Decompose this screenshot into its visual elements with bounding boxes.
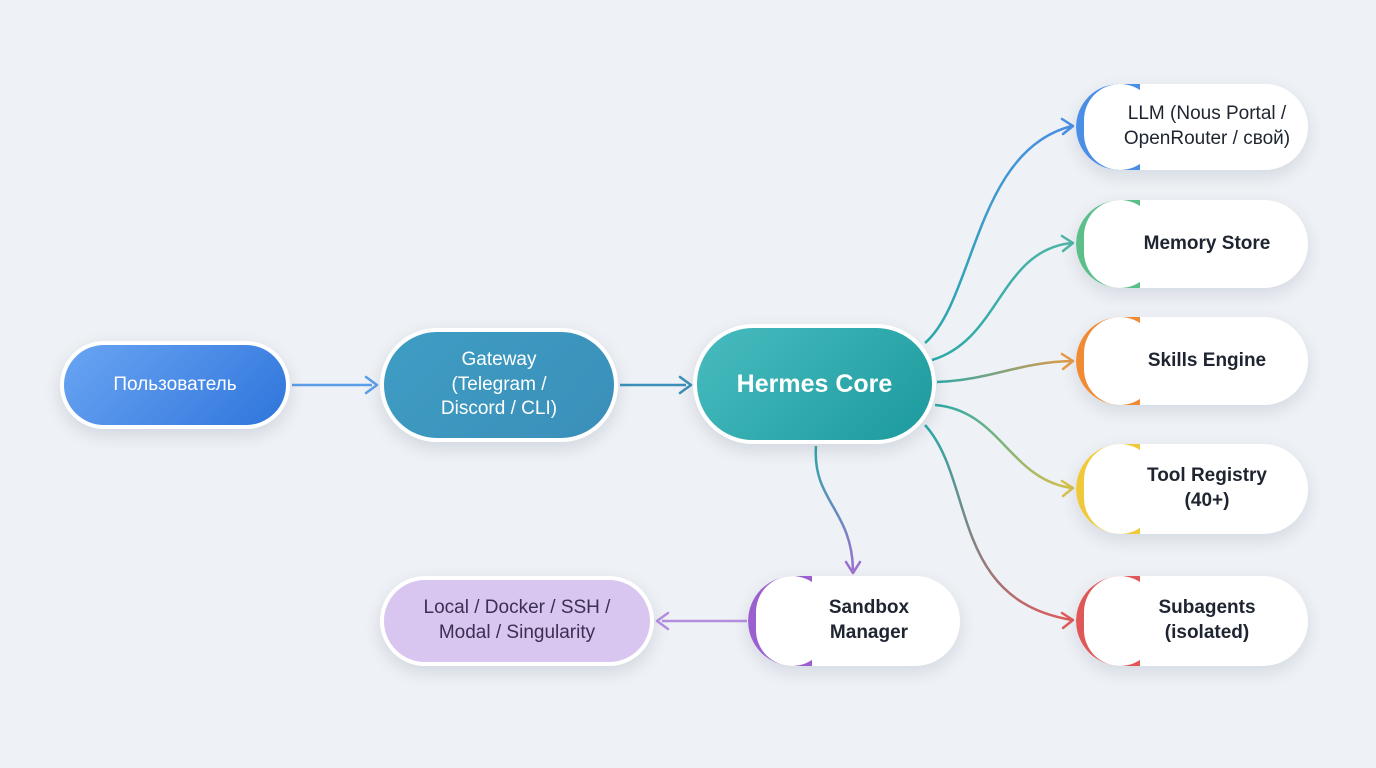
node-tool-registry-accent xyxy=(1076,444,1156,534)
node-user: Пользователь xyxy=(60,341,290,429)
node-sandbox-manager-accent xyxy=(748,576,828,666)
node-memory-store: Memory Store xyxy=(1076,200,1308,288)
node-sandbox-manager-label: Sandbox Manager xyxy=(828,597,910,643)
edge-core-llm xyxy=(924,117,1075,344)
node-memory-store-accent xyxy=(1076,200,1156,288)
node-memory-store-label: Memory Store xyxy=(1143,232,1271,254)
node-llm: LLM (Nous Portal / OpenRouter / свой) xyxy=(1076,84,1308,170)
node-hermes-core: Hermes Core xyxy=(693,324,936,444)
node-subagents: Subagents (isolated) xyxy=(1076,576,1308,666)
node-skills-engine: Skills Engine xyxy=(1076,317,1308,405)
edge-user-gateway xyxy=(292,375,379,395)
node-llm-accent xyxy=(1076,84,1156,170)
node-skills-engine-accent xyxy=(1076,317,1156,405)
node-tool-registry: Tool Registry (40+) xyxy=(1076,444,1308,534)
edge-core-subagents xyxy=(924,424,1075,630)
node-sandbox-environments: Local / Docker / SSH / Modal / Singulari… xyxy=(380,576,654,666)
node-hermes-core-label: Hermes Core xyxy=(736,369,893,398)
node-skills-engine-label: Skills Engine xyxy=(1147,349,1267,371)
node-sandbox-environments-label: Local / Docker / SSH / Modal / Singulari… xyxy=(423,597,611,643)
edge-core-sandbox xyxy=(814,445,862,575)
edge-core-tools xyxy=(934,403,1075,498)
edge-core-memory xyxy=(931,234,1075,362)
node-subagents-accent xyxy=(1076,576,1156,666)
node-gateway: Gateway (Telegram / Discord / CLI) xyxy=(380,328,618,442)
edge-sandbox-env xyxy=(655,611,747,631)
node-user-label: Пользователь xyxy=(113,373,237,395)
node-gateway-label: Gateway (Telegram / Discord / CLI) xyxy=(440,348,558,420)
node-llm-label: LLM (Nous Portal / OpenRouter / свой) xyxy=(1123,103,1291,149)
node-subagents-label: Subagents (isolated) xyxy=(1158,597,1256,643)
node-sandbox-manager: Sandbox Manager xyxy=(748,576,960,666)
node-tool-registry-label: Tool Registry (40+) xyxy=(1147,465,1267,511)
edge-gateway-core xyxy=(620,375,693,395)
edge-core-skills xyxy=(936,352,1075,384)
